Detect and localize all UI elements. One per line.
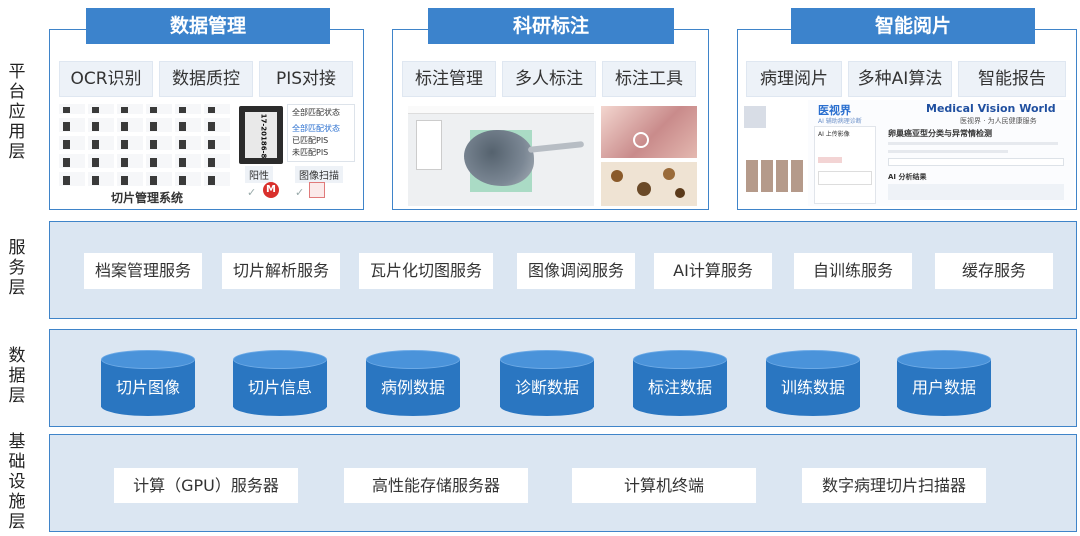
- service-ai-compute: AI计算服务: [654, 253, 772, 289]
- check-icon: ✓: [295, 186, 305, 199]
- datastore-slide-images: 切片图像: [101, 350, 195, 416]
- panel-research-annotation: 科研标注 标注管理 多人标注 标注工具: [392, 8, 709, 210]
- app-heading: Medical Vision World: [926, 102, 1056, 115]
- tab-pis[interactable]: PIS对接: [259, 61, 353, 97]
- app-subheading: 医视界 · 为人民健康服务: [960, 117, 1037, 125]
- slide-thumbnail-grid: [59, 104, 233, 186]
- datastore-label: 切片信息: [247, 378, 312, 397]
- infra-terminal: 计算机终端: [572, 468, 756, 503]
- side-panel-title: AI 上传影像: [818, 131, 850, 138]
- service-image-viewing: 图像调阅服务: [517, 253, 635, 289]
- datastore-label: 诊断数据: [514, 378, 579, 397]
- service-tiling: 瓦片化切图服务: [359, 253, 493, 289]
- datastore-label: 训练数据: [780, 378, 845, 397]
- screenshot-caption: 切片管理系统: [111, 191, 184, 205]
- scan-label: 图像扫描: [295, 166, 343, 183]
- analysis-card-title: 卵巢癌亚型分类与异常情检测: [888, 129, 992, 138]
- tissue-zoom-screenshot: [601, 106, 697, 158]
- slide-label-text: 17-20186-8: [259, 113, 268, 159]
- datastore-label: 切片图像: [115, 378, 180, 397]
- datastore-case-data: 病例数据: [366, 350, 460, 416]
- panel-title: 智能阅片: [791, 8, 1035, 44]
- cell-zoom-screenshot: [601, 162, 697, 206]
- annotation-circle-icon: [633, 132, 649, 148]
- datastore-label: 用户数据: [911, 378, 976, 397]
- check-icon: ✓: [247, 186, 257, 199]
- tab-smart-report[interactable]: 智能报告: [958, 61, 1066, 97]
- tab-multi-user-annotation[interactable]: 多人标注: [502, 61, 596, 97]
- infra-storage-server: 高性能存储服务器: [344, 468, 528, 503]
- service-self-training: 自训练服务: [794, 253, 912, 289]
- side-panel: AI 上传影像: [814, 126, 876, 204]
- slide-label-image: 17-20186-8: [239, 106, 283, 164]
- data-layer-band: 切片图像 切片信息 病例数据 诊断数据 标注数据 训练数据 用户数据: [49, 329, 1077, 427]
- panel-title: 科研标注: [428, 8, 674, 44]
- datastore-label: 标注数据: [647, 378, 712, 397]
- tissue-sample: [464, 130, 534, 186]
- tissue-strand: [527, 141, 585, 153]
- analysis-result-box: [888, 184, 1064, 200]
- datastore-diagnosis-data: 诊断数据: [500, 350, 594, 416]
- datastore-slide-info: 切片信息: [233, 350, 327, 416]
- tab-annotation-management[interactable]: 标注管理: [402, 61, 496, 97]
- layer-label-platform: 平台应用层: [8, 62, 26, 162]
- dropdown-current: 全部匹配状态: [292, 108, 340, 117]
- tab-ocr[interactable]: OCR识别: [59, 61, 153, 97]
- panel-data-management: 数据管理 OCR识别 数据质控 PIS对接 切片管理系统 17-20186-8 …: [49, 8, 364, 210]
- layer-label-data: 数据层: [8, 346, 26, 406]
- tool-panel: [416, 120, 442, 170]
- infrastructure-layer-band: 计算（GPU）服务器 高性能存储服务器 计算机终端 数字病理切片扫描器: [49, 434, 1077, 532]
- image-stamp-icon: [309, 182, 325, 198]
- dropdown-option[interactable]: 已匹配PIS: [292, 136, 329, 145]
- datastore-user-data: 用户数据: [897, 350, 991, 416]
- ai-reading-screenshot: 医视界 AI 辅助病理诊断 AI 上传影像 Medical Vision Wor…: [740, 100, 1074, 206]
- dropdown-option[interactable]: 未匹配PIS: [292, 148, 329, 157]
- datastore-training-data: 训练数据: [766, 350, 860, 416]
- annotation-viewer-screenshot: [408, 106, 594, 206]
- analysis-section-title: AI 分析结果: [888, 173, 927, 181]
- service-slide-parsing: 切片解析服务: [222, 253, 340, 289]
- service-cache: 缓存服务: [935, 253, 1053, 289]
- service-archive-management: 档案管理服务: [84, 253, 202, 289]
- infra-slide-scanner: 数字病理切片扫描器: [802, 468, 986, 503]
- tab-pathology-reading[interactable]: 病理阅片: [746, 61, 842, 97]
- stamp-icon: M: [263, 182, 279, 198]
- app-logo: 医视界: [818, 104, 851, 117]
- viewer-toolbar: [408, 106, 594, 114]
- layer-label-service: 服务层: [8, 238, 26, 298]
- thumbnail-column: [740, 100, 808, 206]
- service-layer-band: 档案管理服务 切片解析服务 瓦片化切图服务 图像调阅服务 AI计算服务 自训练服…: [49, 221, 1077, 319]
- positive-badge: 阳性: [245, 166, 273, 183]
- match-status-dropdown[interactable]: 全部匹配状态 全部匹配状态 已匹配PIS 未匹配PIS: [287, 104, 355, 162]
- app-logo-subtitle: AI 辅助病理诊断: [818, 118, 862, 125]
- algorithm-select[interactable]: [888, 158, 1064, 166]
- datastore-annotation-data: 标注数据: [633, 350, 727, 416]
- infra-gpu-server: 计算（GPU）服务器: [114, 468, 298, 503]
- layer-label-infra: 基础设施层: [8, 432, 26, 532]
- slide-management-screenshot: 切片管理系统 17-20186-8 全部匹配状态 全部匹配状态 已匹配PIS 未…: [59, 102, 355, 206]
- report-line: [888, 142, 1058, 145]
- dropdown-option[interactable]: 全部匹配状态: [292, 124, 340, 133]
- panel-intelligent-reading: 智能阅片 病理阅片 多种AI算法 智能报告 医视界 AI 辅助病理诊断 AI 上…: [737, 8, 1077, 210]
- tab-annotation-tools[interactable]: 标注工具: [602, 61, 696, 97]
- panel-title: 数据管理: [86, 8, 330, 44]
- tab-ai-algorithms[interactable]: 多种AI算法: [848, 61, 952, 97]
- report-line: [888, 150, 1008, 153]
- tab-quality-control[interactable]: 数据质控: [159, 61, 253, 97]
- datastore-label: 病例数据: [380, 378, 445, 397]
